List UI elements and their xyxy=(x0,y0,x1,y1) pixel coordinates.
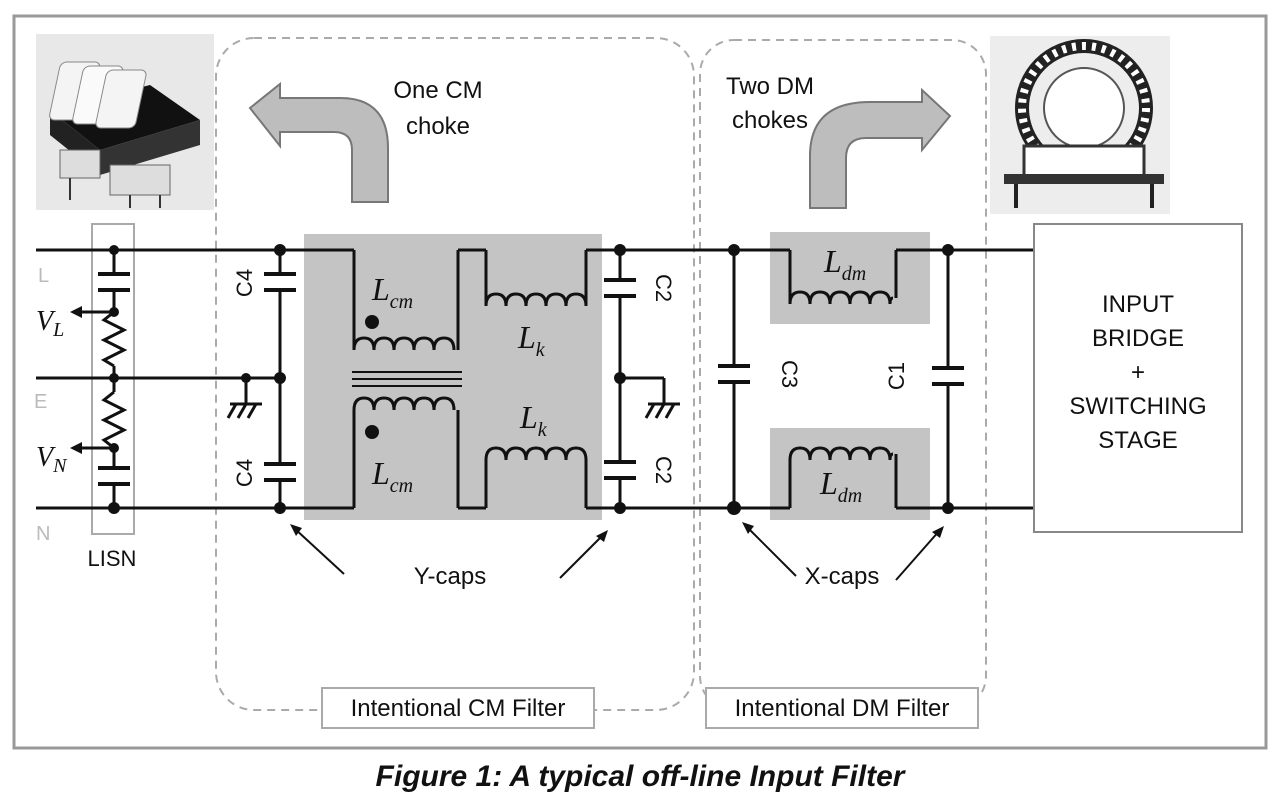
block-line-4: SWITCHING xyxy=(1069,393,1206,420)
y-caps-pointers xyxy=(290,524,608,579)
cm-arrow-icon xyxy=(248,81,389,203)
input-bridge-block xyxy=(1033,223,1243,533)
c4-bottom-label: C4 xyxy=(232,459,257,487)
dm-chokes-note-line1: Two DM xyxy=(726,73,814,100)
block-line-1: INPUT xyxy=(1102,291,1174,318)
dm-choke-bottom-shade xyxy=(770,428,930,520)
dm-filter-label: Intentional DM Filter xyxy=(735,695,950,722)
cm-choke-note-line2: choke xyxy=(406,113,470,140)
dm-filter-label-box xyxy=(705,687,979,729)
figure-caption: Figure 1: A typical off-line Input Filte… xyxy=(376,760,907,793)
dm-choke-top-shade xyxy=(770,232,930,324)
vn-label: VN xyxy=(36,442,68,477)
cm-filter-label-box xyxy=(321,687,595,729)
ldm-top-label: Ldm xyxy=(823,243,866,285)
cm-choke-shade xyxy=(304,234,602,520)
lk-bottom-label: Lk xyxy=(519,399,548,441)
c2-bottom-label: C2 xyxy=(651,456,676,484)
line-label-e: E xyxy=(34,391,47,413)
cm-choke-note-line1: One CM xyxy=(393,77,482,104)
dm-chokes-note-line2: chokes xyxy=(732,107,808,134)
wiring xyxy=(36,244,1034,515)
y-caps-label: Y-caps xyxy=(414,563,487,590)
line-label-l: L xyxy=(38,265,49,287)
c4-top-label: C4 xyxy=(232,269,257,297)
block-line-2: BRIDGE xyxy=(1092,325,1184,352)
x-caps-pointers xyxy=(742,522,944,581)
dm-filter-region xyxy=(699,39,987,711)
cm-filter-label: Intentional CM Filter xyxy=(351,695,566,722)
c3-label: C3 xyxy=(777,360,802,388)
lcm-bottom-label: Lcm xyxy=(371,455,413,497)
c2-top-label: C2 xyxy=(651,274,676,302)
lcm-top-label: Lcm xyxy=(371,271,413,313)
c1-label: C1 xyxy=(884,362,909,390)
block-line-5: STAGE xyxy=(1098,427,1178,454)
dm-choke-photo xyxy=(990,36,1170,214)
block-line-3: + xyxy=(1131,359,1145,386)
line-label-n: N xyxy=(36,523,50,545)
lisn-label: LISN xyxy=(88,546,137,571)
cm-choke-photo xyxy=(36,34,214,210)
lk-top-label: Lk xyxy=(517,319,546,361)
vl-label: VL xyxy=(36,306,64,341)
x-caps-label: X-caps xyxy=(805,563,880,590)
dm-arrow-icon xyxy=(809,87,952,209)
ldm-bottom-label: Ldm xyxy=(819,465,862,507)
